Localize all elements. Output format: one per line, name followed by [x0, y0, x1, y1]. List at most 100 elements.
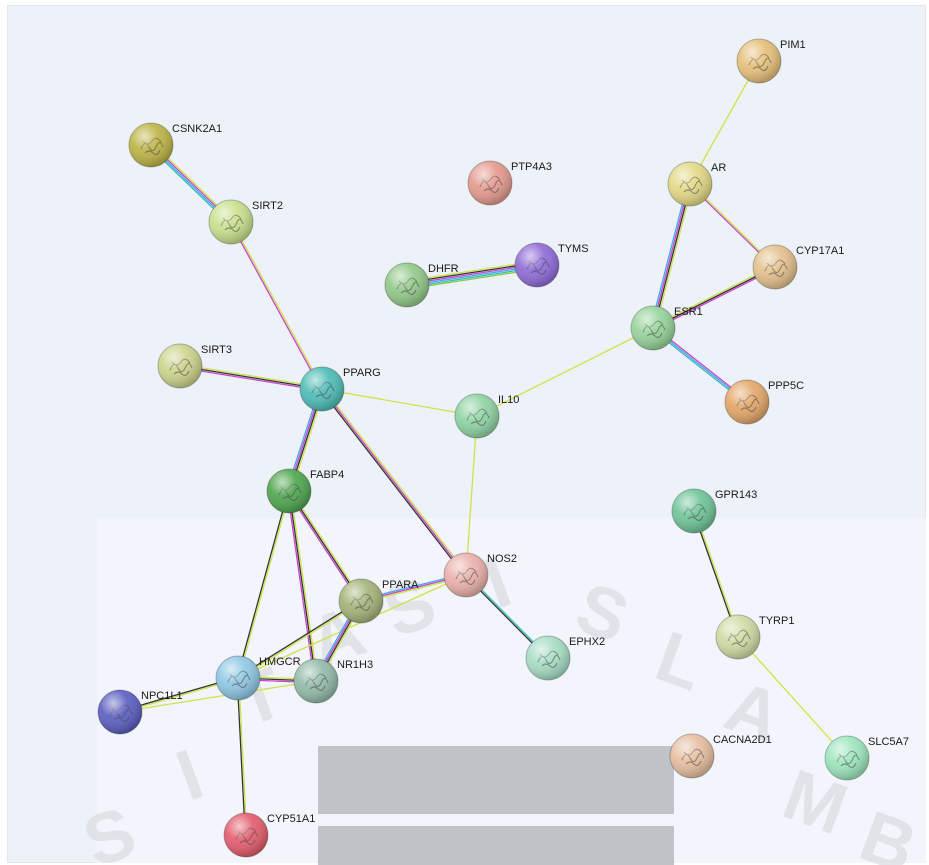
- node-label: TYRP1: [759, 615, 794, 627]
- node-ppp5c[interactable]: PPP5C: [724, 379, 804, 425]
- node-tyrp1[interactable]: TYRP1: [715, 614, 794, 660]
- node-sirt3[interactable]: SIRT3: [157, 343, 232, 389]
- node-esr1[interactable]: ESR1: [630, 305, 703, 351]
- node-label: DHFR: [428, 263, 459, 275]
- node-ppara[interactable]: PPARA: [338, 578, 419, 624]
- node-ar[interactable]: AR: [667, 161, 726, 207]
- node-npc1l1[interactable]: NPC1L1: [97, 689, 183, 735]
- node-highlight: [668, 162, 712, 206]
- node-label: TYMS: [558, 243, 589, 255]
- edge-line: [476, 327, 654, 417]
- node-cyp17a1[interactable]: CYP17A1: [752, 244, 844, 290]
- edge-line: [237, 574, 467, 679]
- edge-hmgcr-cyp51a1[interactable]: [236, 677, 248, 836]
- node-label: CYP17A1: [796, 245, 844, 257]
- redaction-bar: [318, 826, 674, 865]
- edge-line: [236, 490, 289, 678]
- node-nos2[interactable]: NOS2: [443, 552, 517, 598]
- node-label: SIRT3: [201, 344, 232, 356]
- node-pim1[interactable]: PIM1: [736, 38, 806, 84]
- edge-line: [320, 389, 466, 577]
- node-highlight: [294, 659, 338, 703]
- redaction-bar: [318, 746, 674, 814]
- edge-line: [689, 60, 760, 185]
- node-tyms[interactable]: TYMS: [514, 242, 589, 288]
- edge-line: [406, 261, 537, 284]
- edge-esr1-il10[interactable]: [476, 327, 654, 417]
- edge-line: [407, 266, 538, 289]
- edge-ar-esr1[interactable]: [650, 183, 693, 329]
- node-label: HMGCR: [259, 656, 301, 668]
- node-label: PPARG: [343, 367, 381, 379]
- node-label: FABP4: [310, 469, 344, 481]
- edge-line: [179, 365, 323, 390]
- node-slc5a7[interactable]: SLC5A7: [824, 735, 909, 781]
- node-highlight: [98, 690, 142, 734]
- node-pparg[interactable]: PPARG: [299, 366, 381, 412]
- edge-esr1-cyp17a1[interactable]: [651, 264, 777, 331]
- edge-line: [288, 490, 317, 682]
- edge-line: [238, 677, 248, 835]
- edge-ppara-hmgcr[interactable]: [237, 599, 362, 680]
- node-highlight: [672, 489, 716, 533]
- node-highlight: [444, 553, 488, 597]
- node-highlight: [216, 656, 260, 700]
- node-highlight: [670, 734, 714, 778]
- edge-sirt2-pparg[interactable]: [229, 221, 324, 390]
- node-label: NR1H3: [337, 659, 373, 671]
- edge-sirt3-pparg[interactable]: [179, 363, 323, 392]
- node-nr1h3[interactable]: NR1H3: [293, 658, 373, 704]
- node-ephx2[interactable]: EPHX2: [525, 635, 605, 681]
- node-label: SLC5A7: [868, 736, 909, 748]
- node-label: IL10: [498, 394, 519, 406]
- node-label: PIM1: [780, 39, 806, 51]
- edge-line: [229, 222, 322, 390]
- edge-gpr143-tyrp1[interactable]: [692, 510, 740, 638]
- edge-line: [653, 184, 692, 329]
- node-dhfr[interactable]: DHFR: [384, 262, 459, 308]
- node-ptp4a3[interactable]: PTP4A3: [467, 160, 552, 206]
- node-label: SIRT2: [252, 200, 283, 212]
- edge-nos2-hmgcr[interactable]: [237, 574, 467, 679]
- node-highlight: [737, 39, 781, 83]
- node-label: GPR143: [715, 489, 757, 501]
- edge-line: [654, 184, 693, 329]
- watermark-letter: L: [646, 616, 715, 706]
- node-label: ESR1: [674, 306, 703, 318]
- edge-line: [180, 363, 323, 389]
- edge-fabp4-hmgcr[interactable]: [236, 490, 291, 679]
- edge-line: [407, 268, 538, 290]
- node-sirt2[interactable]: SIRT2: [208, 199, 283, 245]
- edge-line: [651, 183, 690, 328]
- edge-il10-nos2[interactable]: [465, 415, 478, 576]
- node-hmgcr[interactable]: HMGCR: [215, 655, 301, 701]
- node-gpr143[interactable]: GPR143: [671, 488, 757, 534]
- node-highlight: [526, 636, 570, 680]
- node-il10[interactable]: IL10: [454, 393, 519, 439]
- edge-tyrp1-slc5a7[interactable]: [737, 636, 848, 759]
- node-highlight: [158, 344, 202, 388]
- edge-pim1-ar[interactable]: [689, 60, 760, 185]
- node-label: CACNA2D1: [713, 734, 772, 746]
- node-cacna2d1[interactable]: CACNA2D1: [669, 733, 772, 779]
- edge-line: [231, 221, 324, 389]
- watermark-letter: B: [850, 796, 926, 865]
- node-label: PPP5C: [768, 380, 804, 392]
- node-csnk2a1[interactable]: CSNK2A1: [128, 122, 222, 168]
- edge-pparg-nos2[interactable]: [320, 387, 468, 577]
- node-highlight: [339, 579, 383, 623]
- node-label: CSNK2A1: [172, 123, 222, 135]
- edge-npc1l1-nr1h3[interactable]: [119, 680, 317, 713]
- node-highlight: [267, 469, 311, 513]
- edge-pparg-il10[interactable]: [321, 388, 478, 417]
- edge-line: [236, 678, 246, 836]
- node-label: PPARA: [382, 579, 419, 591]
- watermark-letter: S: [374, 562, 446, 654]
- edge-fabp4-nr1h3[interactable]: [286, 490, 319, 682]
- node-highlight: [515, 243, 559, 287]
- node-cyp51a1[interactable]: CYP51A1: [223, 812, 315, 858]
- node-fabp4[interactable]: FABP4: [266, 468, 344, 514]
